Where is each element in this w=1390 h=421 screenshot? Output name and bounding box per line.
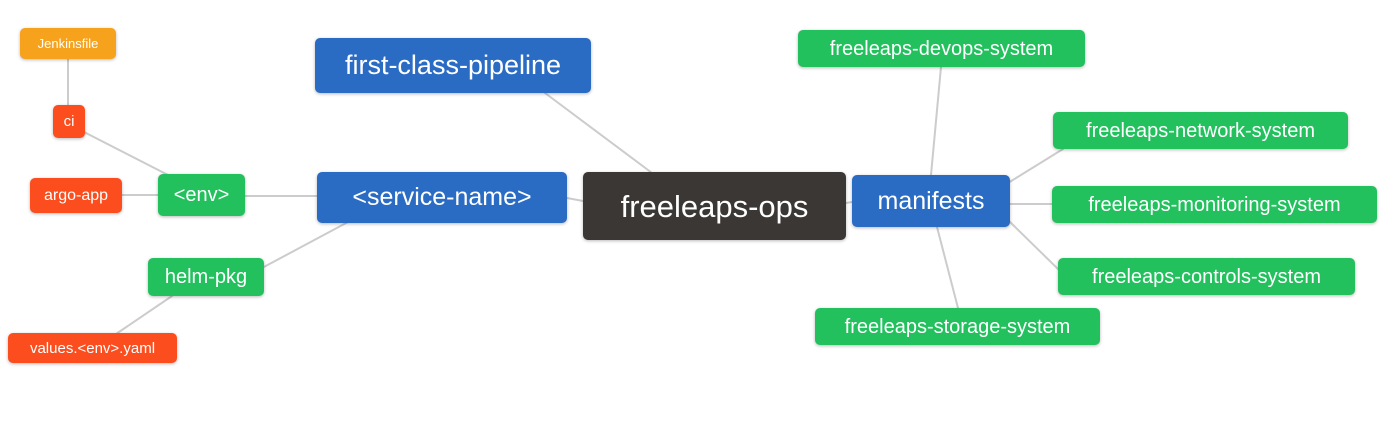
- node-freeleaps-controls-system[interactable]: freeleaps-controls-system: [1058, 258, 1355, 295]
- node-freeleaps-monitoring-system[interactable]: freeleaps-monitoring-system: [1052, 186, 1377, 223]
- edge-ci-to-env: [83, 131, 173, 178]
- edge-manifests-to-freeleaps-network-system: [1007, 148, 1064, 184]
- node-freeleaps-ops[interactable]: freeleaps-ops: [583, 172, 846, 240]
- node-jenkinsfile[interactable]: Jenkinsfile: [20, 28, 116, 59]
- edge-freeleaps-devops-system-to-manifests: [930, 66, 942, 176]
- node-manifests[interactable]: manifests: [852, 175, 1010, 227]
- node-argo-app[interactable]: argo-app: [30, 178, 122, 213]
- node-freeleaps-devops-system[interactable]: freeleaps-devops-system: [798, 30, 1085, 67]
- node-helm-pkg[interactable]: helm-pkg: [148, 258, 264, 296]
- node-freeleaps-network-system[interactable]: freeleaps-network-system: [1053, 112, 1348, 149]
- node-first-class-pipeline[interactable]: first-class-pipeline: [315, 38, 591, 93]
- node-service-name[interactable]: <service-name>: [317, 172, 567, 223]
- edge-service-name-to-helm-pkg: [261, 221, 349, 269]
- node-values-env-yaml[interactable]: values.<env>.yaml: [8, 333, 177, 363]
- edge-helm-pkg-to-values-env-yaml: [115, 295, 173, 335]
- node-ci[interactable]: ci: [53, 105, 85, 138]
- edge-manifests-to-freeleaps-controls-system: [1008, 220, 1059, 270]
- edge-manifests-to-freeleaps-storage-system: [936, 226, 959, 309]
- node-env[interactable]: <env>: [158, 174, 245, 216]
- edge-service-name-to-freeleaps-ops: [566, 197, 584, 202]
- edge-first-class-pipeline-to-freeleaps-ops: [544, 92, 653, 174]
- node-freeleaps-storage-system[interactable]: freeleaps-storage-system: [815, 308, 1100, 345]
